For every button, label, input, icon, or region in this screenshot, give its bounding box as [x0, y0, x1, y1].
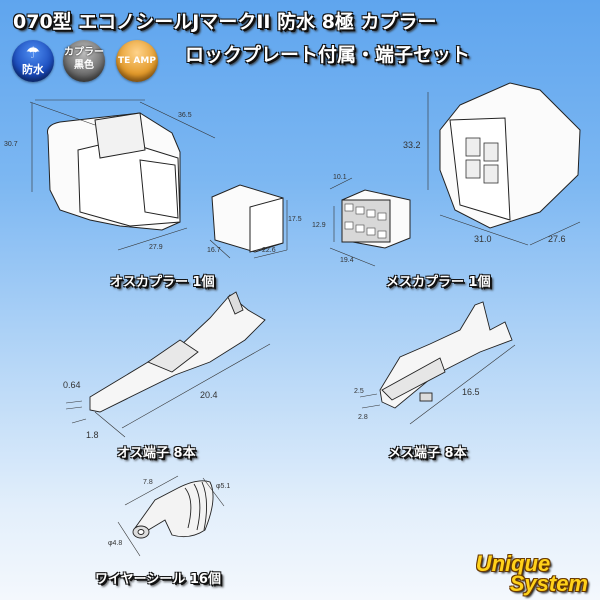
male-coupler-length: 36.5: [178, 112, 192, 119]
waterproof-badge: ☂ 防水: [12, 40, 54, 82]
page-title-line2: ロックプレート付属・端子セット: [185, 44, 471, 66]
wire-seal-inner-dia: φ4.8: [108, 540, 123, 547]
logo-line2: System: [509, 571, 588, 596]
umbrella-icon: ☂: [25, 43, 41, 62]
female-terminal-length: 16.5: [462, 387, 480, 397]
color-badge-bottom: 黒色: [74, 60, 94, 71]
female-terminal-height: 2.5: [354, 388, 364, 395]
retainer-height: 17.5: [288, 216, 302, 223]
lock-plate-depth: 10.1: [333, 174, 347, 181]
lock-plate-height: 12.9: [312, 222, 326, 229]
waterproof-label: 防水: [22, 63, 44, 76]
wire-seal-outer-dia: φ5.1: [216, 483, 231, 490]
male-terminal-label: オス端子 8本: [117, 446, 196, 461]
retainer-depth: 16.7: [207, 247, 221, 254]
male-terminal-length: 20.4: [200, 390, 218, 400]
page-title-line1: 070型 エコノシールJマークII 防水 8極 カプラー: [13, 11, 437, 33]
color-badge-top: カプラー: [64, 47, 104, 58]
female-terminal-width: 2.8: [358, 414, 368, 421]
female-coupler-depth: 27.6: [548, 234, 566, 244]
male-terminal-thickness: 0.64: [63, 380, 81, 390]
brand-badge: TE AMP: [116, 40, 158, 82]
lock-plate-width: 19.4: [340, 257, 354, 264]
wire-seal-label: ワイヤーシール 16個: [95, 572, 221, 587]
female-coupler-width: 31.0: [474, 234, 492, 244]
male-coupler-height: 30.7: [4, 141, 18, 148]
male-terminal-width: 1.8: [86, 430, 99, 440]
female-coupler-label: メスカプラー 1個: [386, 275, 491, 290]
male-coupler-width: 27.9: [149, 244, 163, 251]
wire-seal-length: 7.8: [143, 479, 153, 486]
female-terminal-label: メス端子 8本: [388, 446, 467, 461]
retainer-width: 22.6: [262, 247, 276, 254]
color-badge: カプラー 黒色: [63, 40, 105, 82]
logo-line1: Unique: [475, 551, 551, 576]
unique-system-logo: Unique System: [475, 551, 588, 596]
female-coupler-height: 33.2: [403, 140, 421, 150]
brand-badge-label: TE AMP: [118, 56, 156, 66]
male-coupler-label: オスカプラー 1個: [110, 275, 215, 290]
